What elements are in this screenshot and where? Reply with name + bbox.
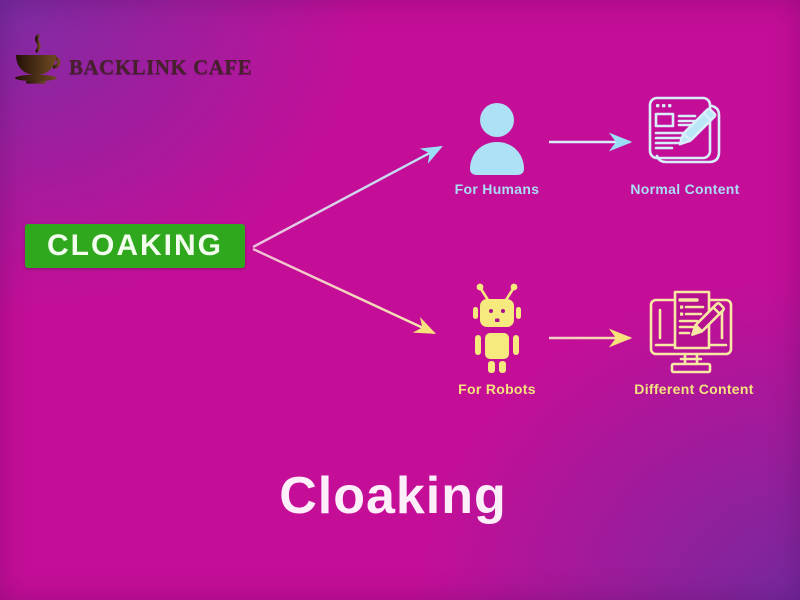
label-different-content: Different Content <box>634 381 754 397</box>
brand-name: BACKLINK CAFE <box>69 54 253 79</box>
root-label-text: CLOAKING <box>47 229 223 262</box>
brand-logo: BACKLINK CAFE <box>12 34 252 86</box>
label-normal-content: Normal Content <box>630 181 740 197</box>
arrow-cloaking-to-humans <box>252 145 443 249</box>
page-title: Cloaking <box>279 467 507 525</box>
monitor-edit-icon <box>649 290 733 374</box>
label-for-humans: For Humans <box>454 181 540 197</box>
robot-icon <box>473 283 521 373</box>
arrow-cloaking-to-robots <box>252 247 436 335</box>
person-icon <box>470 103 524 175</box>
label-for-robots: For Robots <box>458 381 536 397</box>
webpage-edit-icon <box>648 96 721 164</box>
coffee-cup-icon <box>15 34 61 84</box>
cloaking-root-box: CLOAKING <box>25 224 245 268</box>
